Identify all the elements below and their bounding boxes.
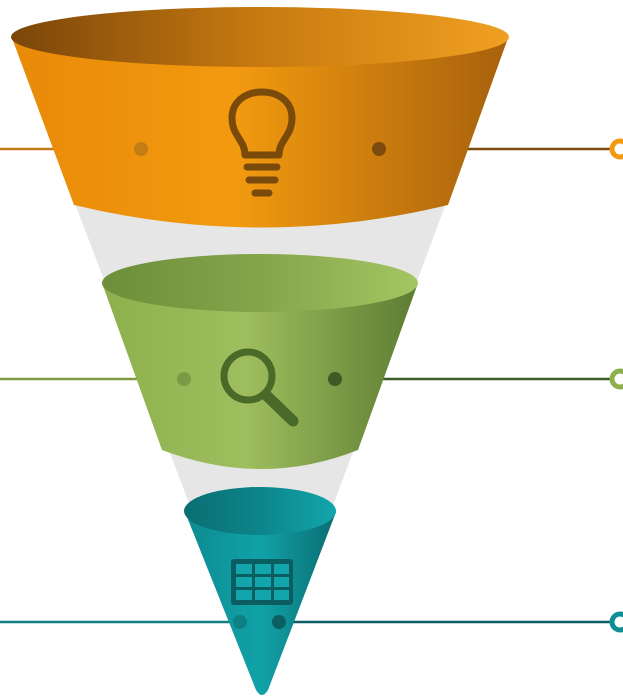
lightbulb-icon: [228, 88, 296, 197]
calculator-icon: [231, 559, 293, 605]
connector-dot-middle-left: [177, 372, 191, 386]
connector-dot-middle-right: [328, 372, 342, 386]
connector-dot-bottom-left: [233, 615, 247, 629]
funnel-tier-middle-body: [102, 283, 418, 469]
funnel-tier-middle-rim: [102, 254, 418, 312]
connector-dot-top-left: [134, 142, 148, 156]
funnel-tier-top-rim: [11, 7, 509, 67]
ring-marker-middle: [609, 368, 623, 390]
ring-marker-top: [609, 138, 623, 160]
funnel-tier-bottom: [184, 487, 336, 695]
funnel-tier-bottom-rim: [184, 487, 336, 535]
connector-dot-bottom-right: [272, 615, 286, 629]
magnifier-icon: [220, 348, 299, 427]
connector-dot-top-right: [372, 142, 386, 156]
funnel-tier-top-body: [12, 38, 508, 228]
ring-marker-bottom: [609, 611, 623, 633]
funnel-tier-top: [11, 7, 509, 228]
ring-markers: [609, 138, 623, 633]
funnel-tier-middle: [102, 254, 418, 469]
